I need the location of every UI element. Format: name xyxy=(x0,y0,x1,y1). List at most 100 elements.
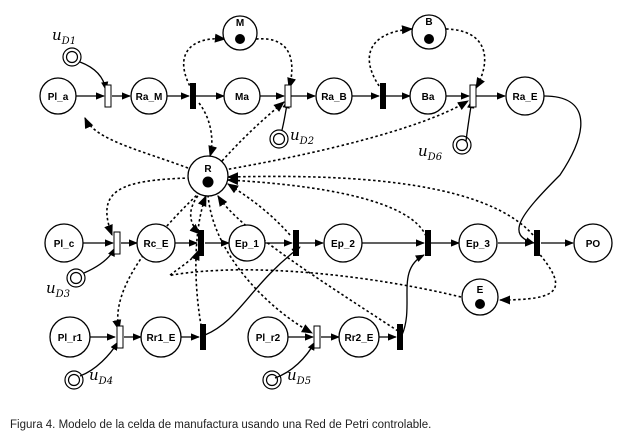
transition-t3 xyxy=(284,84,292,108)
token-m xyxy=(235,34,245,44)
places xyxy=(39,14,613,358)
solid-arcs xyxy=(76,61,582,379)
place-r xyxy=(187,155,229,197)
arc-ud5 xyxy=(274,341,316,379)
label-ra-m: Ra_M xyxy=(136,92,163,103)
control-place-ud4 xyxy=(64,370,84,390)
arc-ud1 xyxy=(79,61,109,91)
arc-t2-m xyxy=(182,33,227,91)
arc-r-t6 xyxy=(104,177,191,237)
label-ep-2: Ep_2 xyxy=(331,239,355,250)
arc-r-t13 xyxy=(207,194,313,334)
label-rr1-e: Rr1_E xyxy=(147,333,176,344)
transition-t1 xyxy=(104,84,112,108)
arc-t12-t8 xyxy=(204,246,301,336)
place-ra-e xyxy=(505,76,545,116)
arc-t14-t9 xyxy=(401,254,425,336)
arc-t9-r xyxy=(226,176,427,237)
place-ep-3 xyxy=(458,223,498,263)
label-ud1: uD1 xyxy=(52,26,76,47)
arc-e-t7 xyxy=(168,248,462,298)
label-ra-b: Ra_B xyxy=(321,92,347,103)
label-ud4: uD4 xyxy=(89,366,113,387)
arc-t8-r xyxy=(227,183,291,236)
control-place-ud6 xyxy=(452,135,472,155)
arc-m-t3 xyxy=(255,38,296,90)
transition-t4 xyxy=(380,83,386,109)
transition-t11 xyxy=(116,325,124,349)
place-rr1-e xyxy=(140,316,182,358)
arc-r-t5 xyxy=(223,100,469,171)
arc-b-t5 xyxy=(445,28,486,89)
label-ep-3: Ep_3 xyxy=(466,239,490,250)
arc-rae-t10 xyxy=(518,95,582,245)
control-place-ud3 xyxy=(66,268,86,288)
place-po xyxy=(573,223,613,263)
transition-t14 xyxy=(397,324,403,350)
arc-t7-r xyxy=(189,191,202,235)
transition-t8 xyxy=(293,230,299,256)
arc-t10-e xyxy=(498,250,557,305)
place-pl-r2 xyxy=(247,316,289,358)
transition-t13 xyxy=(313,325,321,349)
arc-t3-r xyxy=(221,101,285,162)
label-rr2-e: Rr2_E xyxy=(345,333,374,344)
place-ep-2 xyxy=(323,223,363,263)
label-rc-e: Rc_E xyxy=(143,239,168,250)
control-place-ud2 xyxy=(269,129,289,149)
tokens xyxy=(202,34,485,309)
place-m xyxy=(222,15,258,51)
place-labels: M B Pl_a Ra_M Ma Ra_B Ba Ra_E R Pl_c Rc_… xyxy=(48,17,601,344)
arc-ud3 xyxy=(83,247,116,274)
place-rr2-e xyxy=(338,316,380,358)
figure-caption: Figura 4. Modelo de la celda de manufact… xyxy=(10,419,432,431)
arc-t10-r xyxy=(226,172,534,236)
label-ep-1: Ep_1 xyxy=(235,239,259,250)
petri-net-diagram: M B Pl_a Ra_M Ma Ra_B Ba Ra_E R Pl_c Rc_… xyxy=(39,14,613,390)
dotted-arcs xyxy=(84,25,557,334)
label-pl-r1: Pl_r1 xyxy=(58,333,83,344)
label-ud6: uD6 xyxy=(418,142,443,163)
label-po: PO xyxy=(586,239,601,250)
place-ra-m xyxy=(130,77,168,115)
transition-t12 xyxy=(200,324,206,350)
label-ra-e: Ra_E xyxy=(512,92,537,103)
arc-t4-b xyxy=(368,25,414,91)
arc-r-t11 xyxy=(112,191,201,332)
label-ud5: uD5 xyxy=(287,366,311,387)
arc-r-t1 xyxy=(84,116,189,169)
label-ba: Ba xyxy=(422,92,435,103)
place-pl-a xyxy=(39,77,77,115)
place-pl-c xyxy=(44,223,84,263)
token-b xyxy=(424,34,434,44)
token-e xyxy=(475,299,485,309)
label-b: B xyxy=(425,17,432,28)
control-place-ud1 xyxy=(62,47,82,67)
control-place-ud5 xyxy=(262,370,282,390)
label-ud3: uD3 xyxy=(46,279,70,300)
transition-t10 xyxy=(534,230,540,256)
place-ba xyxy=(409,77,447,115)
transition-t2 xyxy=(190,83,196,109)
arc-ud4 xyxy=(79,341,119,377)
token-r xyxy=(202,176,214,188)
transition-t9 xyxy=(425,230,431,256)
label-ud2: uD2 xyxy=(290,126,314,147)
arc-t2-r xyxy=(198,102,218,158)
label-r: R xyxy=(204,164,212,175)
arc-t14-r xyxy=(217,195,399,332)
place-e xyxy=(461,278,499,316)
label-pl-r2: Pl_r2 xyxy=(256,333,281,344)
place-ra-b xyxy=(315,77,353,115)
place-b xyxy=(411,14,447,50)
control-inputs xyxy=(62,47,472,390)
place-rc-e xyxy=(136,223,176,263)
place-pl-r1 xyxy=(49,316,91,358)
label-e: E xyxy=(477,285,484,296)
label-ma: Ma xyxy=(235,92,249,103)
place-ma xyxy=(223,77,261,115)
label-m: M xyxy=(236,18,244,29)
label-pl-a: Pl_a xyxy=(48,92,69,103)
transition-t6 xyxy=(113,231,121,255)
label-pl-c: Pl_c xyxy=(54,239,75,250)
